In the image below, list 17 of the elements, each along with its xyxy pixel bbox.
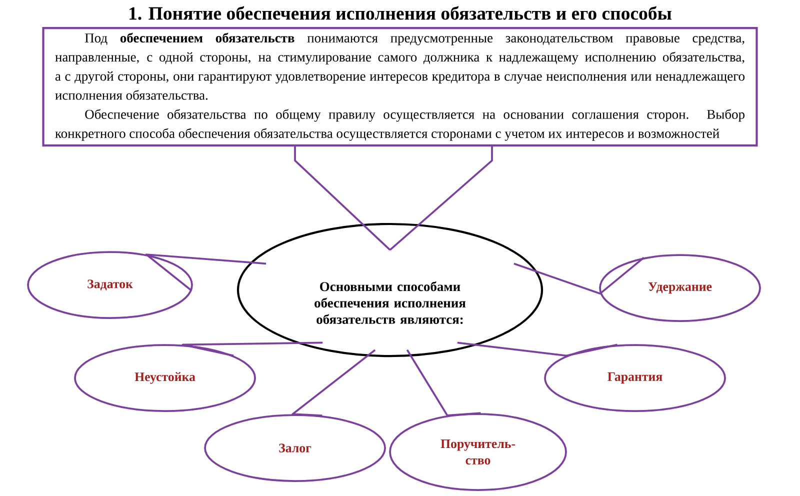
callout-wedge xyxy=(182,342,323,357)
oval: Поручитель-ство xyxy=(389,413,567,491)
callout-wedge xyxy=(457,342,618,357)
callout-wedge xyxy=(514,256,644,295)
paragraph: Обеспечение обязательства по общему правилу осуществляется на основании соглашения сторон. Выбор конкретного способа обеспечения обязательства осуществляется сторонами с учетом их интересов и возможностей xyxy=(55,109,744,141)
oval: Удержание xyxy=(599,254,761,322)
paragraph: Под обеспечением обязательств понимаются предусмотренные законодательством правовые средства, направленные, с одной стороны, на стимулирование самого должника к надлежащему исполнению обязательства, а с другой стороны, они гарантируют удовлетворение интересов кредитора в случае неисполнения или ненадлежащего исполнения обязательства. xyxy=(55,32,745,100)
oval: Неустойка xyxy=(74,344,256,412)
text-box xyxy=(42,27,758,147)
callout-wedge xyxy=(292,349,376,417)
oval: Гарантия xyxy=(544,344,726,412)
oval: Залог xyxy=(204,414,386,482)
callout-wedge xyxy=(145,254,266,292)
pointer-arrow xyxy=(294,146,493,251)
title: 1. Понятие обеспечения исполнения обязательств и его способы xyxy=(130,6,672,20)
callout-wedge xyxy=(406,349,481,416)
oval: Задаток xyxy=(27,251,193,319)
